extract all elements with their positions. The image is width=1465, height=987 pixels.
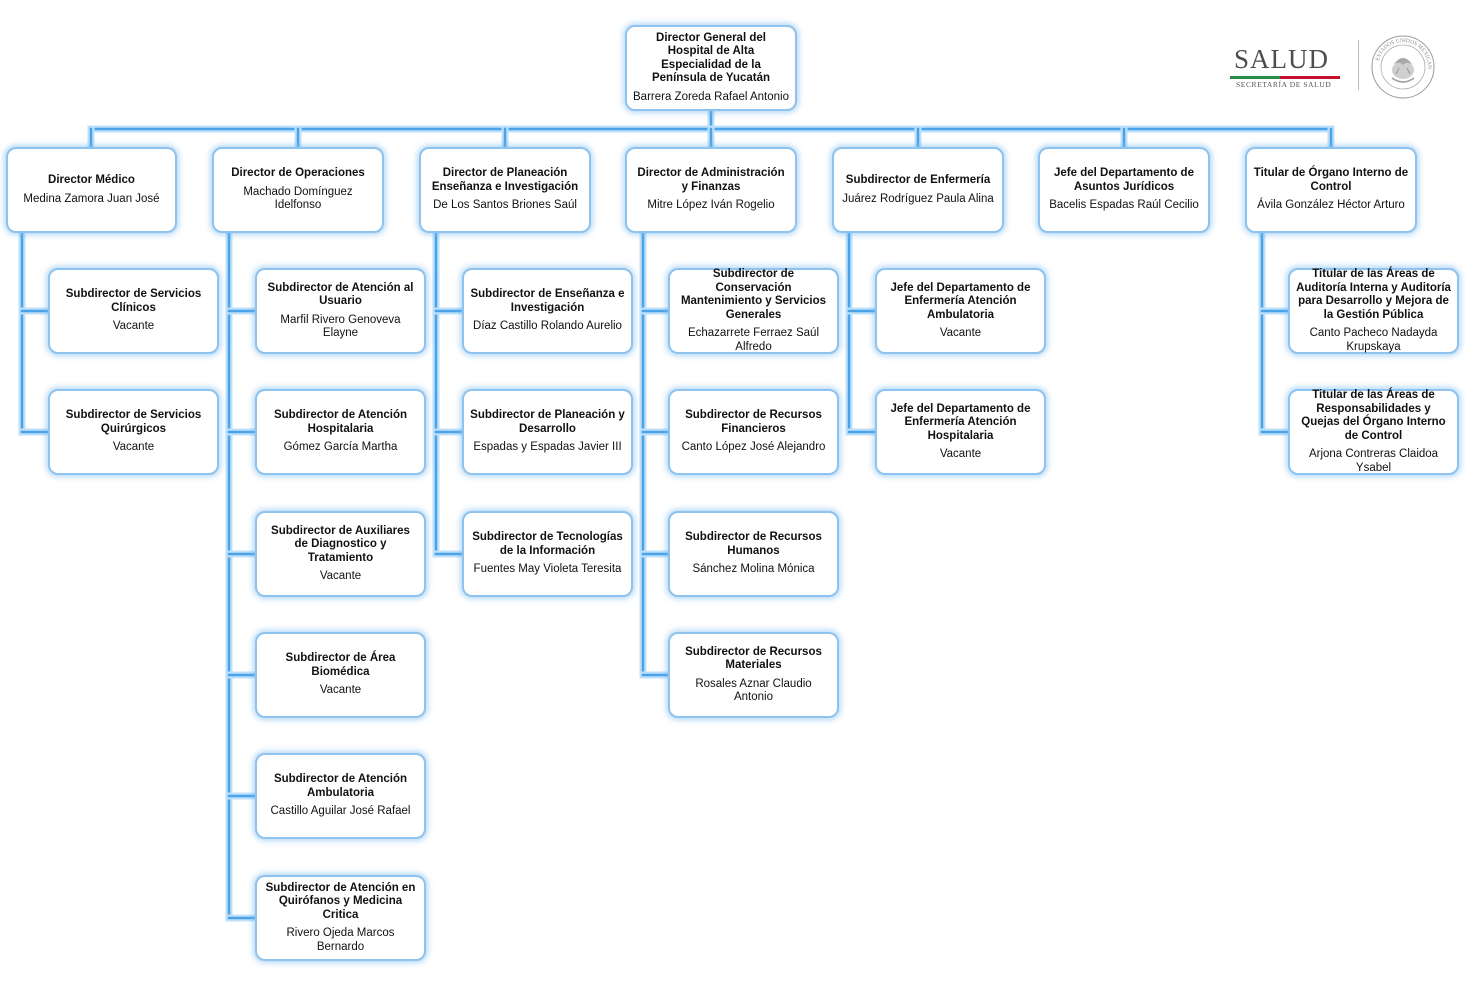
node-name: Echazarrete Ferraez Saúl Alfredo [687, 327, 820, 353]
node-title: Subdirector de Recursos Humanos [685, 531, 822, 557]
node-title: Titular de las Áreas de Responsabilidade… [1301, 389, 1446, 442]
org-node-jefe-asuntos-juridicos: Jefe del Departamento de Asuntos Jurídic… [1038, 147, 1210, 233]
org-node-subdirector-servicios-clinicos: Subdirector de Servicios Clínicos Vacant… [48, 268, 219, 354]
org-node-subdirector-quirofanos: Subdirector de Atención en Quirófanos y … [255, 875, 426, 961]
node-title: Subdirector de Atención Ambulatoria [273, 773, 408, 799]
node-title: Subdirector de Atención Hospitalaria [273, 409, 408, 435]
node-title: Jefe del Departamento de Enfermería Aten… [890, 402, 1031, 442]
node-title: Director de Administración y Finanzas [637, 167, 785, 193]
node-title: Subdirector de Servicios Quirúrgicos [65, 409, 202, 435]
org-node-subdirector-tecnologias: Subdirector de Tecnologías de la Informa… [462, 511, 633, 597]
node-name: Marfil Rivero Genoveva Elayne [280, 313, 401, 340]
node-name: Rivero Ojeda Marcos Bernardo [286, 927, 395, 953]
org-node-jefe-enfermeria-hospitalaria: Jefe del Departamento de Enfermería Aten… [875, 389, 1046, 475]
mexico-seal-icon: ESTADOS UNIDOS MEXICANOS [1370, 34, 1435, 99]
salud-logo: SALUD SECRETARÍA DE SALUD ESTADOS UNIDOS… [1222, 32, 1442, 102]
node-name: Canto Pacheco Nadayda Krupskaya [1309, 327, 1438, 353]
node-title: Director de Planeación Enseñanza e Inves… [431, 167, 579, 193]
node-title: Director Médico [48, 174, 135, 186]
node-name: Ávila González Héctor Arturo [1257, 199, 1405, 212]
node-title: Subdirector de Atención al Usuario [267, 281, 414, 308]
logo-stripe-green [1230, 76, 1280, 79]
node-name: Vacante [319, 570, 362, 582]
node-name: Rosales Aznar Claudio Antonio [695, 677, 812, 704]
node-name: Canto López José Alejandro [681, 441, 826, 454]
org-node-subdirector-recursos-financieros: Subdirector de Recursos Financieros Cant… [668, 389, 839, 475]
node-title: Subdirector de Recursos Financieros [685, 409, 822, 435]
node-name: Barrera Zoreda Rafael Antonio [633, 90, 789, 103]
org-node-subdirector-planeacion-desarrollo: Subdirector de Planeación y Desarrollo E… [462, 389, 633, 475]
org-node-director-operaciones: Director de Operaciones Machado Domíngue… [212, 147, 384, 233]
node-name: Vacante [939, 327, 982, 339]
node-name: De Los Santos Briones Saúl [433, 199, 577, 212]
node-title: Subdirector de Área Biomédica [285, 652, 396, 678]
node-name: Vacante [112, 441, 155, 454]
node-title: Subdirector de Conservación Mantenimient… [680, 268, 827, 321]
node-name: Díaz Castillo Rolando Aurelio [473, 320, 622, 333]
org-node-subdirector-atencion-usuario: Subdirector de Atención al Usuario Marfi… [255, 268, 426, 354]
org-node-director-administracion: Director de Administración y Finanzas Mi… [625, 147, 797, 233]
node-title: Subdirector de Planeación y Desarrollo [470, 409, 625, 435]
node-title: Jefe del Departamento de Asuntos Jurídic… [1054, 167, 1194, 193]
org-node-subdirector-enfermeria: Subdirector de Enfermería Juárez Rodrígu… [832, 147, 1004, 233]
node-title: Titular de las Áreas de Auditoría Intern… [1296, 268, 1451, 321]
node-title: Jefe del Departamento de Enfermería Aten… [890, 281, 1031, 321]
node-title: Director de Operaciones [231, 167, 365, 180]
node-title: Subdirector de Enfermería [845, 174, 991, 186]
node-name: Mitre López Iván Rogelio [647, 199, 775, 212]
node-title: Subdirector de Tecnologías de la Informa… [472, 531, 623, 557]
node-name: Espadas y Espadas Javier III [473, 441, 622, 454]
org-node-director-medico: Director Médico Medina Zamora Juan José [6, 147, 177, 233]
salud-wordmark: SALUD [1234, 44, 1330, 74]
org-node-subdirector-auxiliares-diagnostico: Subdirector de Auxiliares de Diagnostico… [255, 511, 426, 597]
node-name: Fuentes May Violeta Teresita [473, 563, 622, 576]
node-name: Medina Zamora Juan José [23, 192, 160, 205]
org-node-subdirector-atencion-hospitalaria: Subdirector de Atención Hospitalaria Góm… [255, 389, 426, 475]
org-node-subdirector-recursos-humanos: Subdirector de Recursos Humanos Sánchez … [668, 511, 839, 597]
org-node-titular-responsabilidades: Titular de las Áreas de Responsabilidade… [1288, 389, 1459, 475]
node-name: Vacante [319, 684, 362, 697]
org-node-titular-oic: Titular de Órgano Interno de Control Ávi… [1245, 147, 1417, 233]
node-title: Subdirector de Atención en Quirófanos y … [265, 881, 416, 921]
org-node-subdirector-atencion-ambulatoria: Subdirector de Atención Ambulatoria Cast… [255, 753, 426, 839]
org-node-subdirector-recursos-materiales: Subdirector de Recursos Materiales Rosal… [668, 632, 839, 718]
node-name: Machado Domínguez Idelfonso [243, 185, 353, 212]
org-node-director-planeacion: Director de Planeación Enseñanza e Inves… [419, 147, 591, 233]
node-name: Sánchez Molina Mónica [692, 563, 815, 576]
node-title: Subdirector de Enseñanza e Investigación [470, 288, 625, 314]
node-name: Vacante [112, 320, 155, 333]
logo-stripe-red [1280, 76, 1340, 79]
logo-subtitle: SECRETARÍA DE SALUD [1236, 80, 1332, 89]
node-title: Subdirector de Auxiliares de Diagnostico… [271, 524, 410, 564]
node-name: Bacelis Espadas Raúl Cecilio [1049, 199, 1199, 212]
org-node-subdirector-servicios-quirurgicos: Subdirector de Servicios Quirúrgicos Vac… [48, 389, 219, 475]
org-node-director-general: Director General del Hospital de Alta Es… [625, 25, 797, 111]
node-title: Titular de Órgano Interno de Control [1253, 167, 1409, 193]
org-node-subdirector-area-biomedica: Subdirector de Área Biomédica Vacante [255, 632, 426, 718]
org-node-subdirector-ensenanza: Subdirector de Enseñanza e Investigación… [462, 268, 633, 354]
node-title: Subdirector de Recursos Materiales [685, 645, 822, 672]
node-name: Arjona Contreras Claidoa Ysabel [1308, 448, 1439, 474]
node-name: Castillo Aguilar José Rafael [270, 805, 411, 818]
node-title: Director General del Hospital de Alta Es… [651, 31, 771, 85]
org-node-jefe-enfermeria-ambulatoria: Jefe del Departamento de Enfermería Aten… [875, 268, 1046, 354]
node-name: Gómez García Martha [283, 441, 398, 454]
org-node-titular-auditoria: Titular de las Áreas de Auditoría Intern… [1288, 268, 1459, 354]
org-node-subdirector-conservacion: Subdirector de Conservación Mantenimient… [668, 268, 839, 354]
node-title: Subdirector de Servicios Clínicos [65, 288, 202, 314]
node-name: Vacante [939, 448, 982, 460]
node-name: Juárez Rodríguez Paula Alina [842, 192, 994, 205]
logo-divider [1358, 40, 1359, 90]
